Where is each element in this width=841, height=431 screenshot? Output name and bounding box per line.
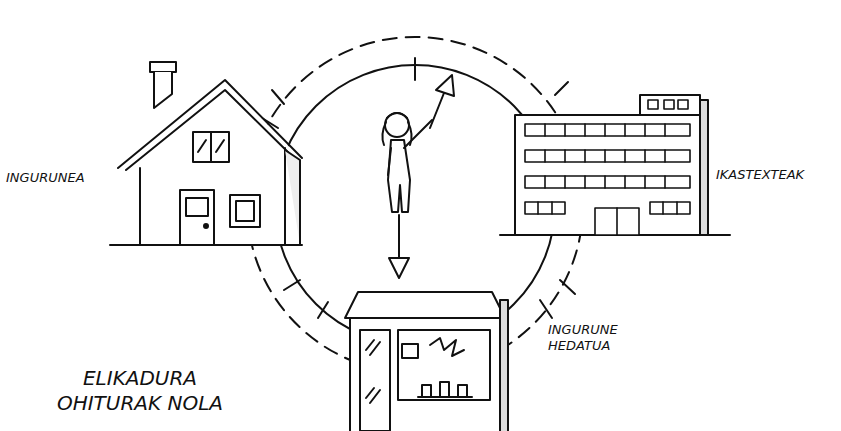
place-label: INGURUNE HEDATUA [548,322,644,355]
girl-figure [382,75,454,278]
inner-circle [275,65,555,345]
heading-label: ELIKADURA OHITURAK NOLA [40,366,240,416]
school-building [500,95,730,235]
shop [345,292,508,431]
place-label: INGURUNEA [6,170,85,186]
house [110,62,302,245]
place-label: IKASTEXTEAK [716,167,804,183]
